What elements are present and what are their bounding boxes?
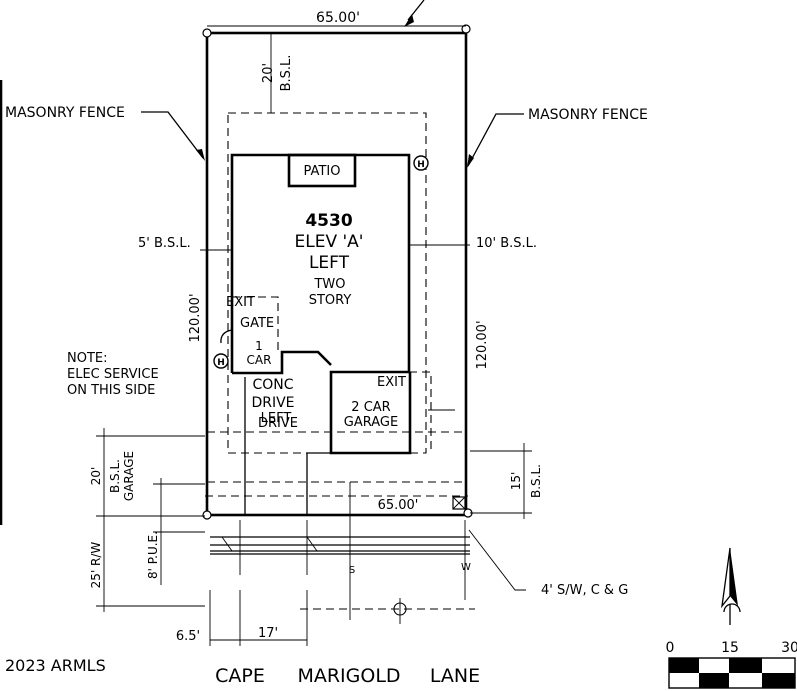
side-yard-dash	[232, 296, 279, 352]
fence-leader-left	[141, 111, 204, 159]
sewer-label: S	[349, 565, 355, 576]
north-arrow-hook	[723, 603, 741, 613]
hose-bib-side-label: H	[217, 358, 225, 368]
masonry-fence-right: MASONRY FENCE	[528, 107, 648, 123]
gate-swing	[220, 329, 233, 344]
lot-bottom-dim: 65.00'	[378, 498, 419, 513]
street-word1: CAPE	[215, 665, 265, 687]
fence-arrow-left	[196, 149, 205, 161]
lot-right-dim: 120.00'	[475, 320, 490, 369]
scale-bar-seg2	[699, 673, 729, 688]
drive-line3: LEFT	[261, 411, 292, 426]
scale-15: 15	[721, 640, 739, 656]
rear-setback-value: 20'	[261, 63, 276, 83]
one-car-outline	[232, 350, 332, 375]
lot-left-dim: 120.00'	[188, 293, 203, 342]
drive-line4: DRIVE	[258, 416, 298, 431]
pue-label: 8' P.U.E.	[146, 531, 160, 579]
garage-setback-abbr2: GARAGE	[122, 451, 136, 501]
masonry-fence-left: MASONRY FENCE	[5, 105, 125, 121]
front-setback-abbr: B.S.L.	[529, 464, 543, 498]
scale-0: 0	[666, 640, 675, 656]
stories-line1: TWO	[313, 277, 345, 292]
one-car-line1: 1	[255, 339, 263, 353]
drive-right-edge	[306, 452, 331, 515]
utility-box-x2	[452, 496, 466, 510]
scale-30: 30	[781, 640, 797, 656]
stories-line2: STORY	[309, 293, 352, 308]
two-car-line1: 2 CAR	[351, 400, 390, 415]
exit-left: EXIT	[226, 295, 255, 310]
north-arrow-fill	[730, 548, 738, 606]
row-label: 25' R/W	[89, 542, 103, 589]
street-word2: MARIGOLD	[297, 665, 400, 687]
north-arrow-outline	[721, 547, 731, 609]
dim-17: 17'	[258, 626, 278, 641]
lot-corner-bl	[202, 510, 212, 520]
scale-bar-seg1	[669, 658, 699, 673]
patio	[287, 153, 357, 188]
street-word3: LANE	[430, 665, 480, 687]
two-car-line2: GARAGE	[344, 415, 398, 430]
exit-right: EXIT	[377, 375, 406, 390]
drive-line1: CONC	[252, 377, 293, 393]
note-line1: NOTE:	[67, 351, 108, 366]
front-setback-value: 15'	[509, 472, 523, 491]
drive-cut-right	[306, 536, 318, 552]
lot-corner-tr	[461, 24, 471, 34]
elevation-label: ELEV 'A'	[295, 232, 364, 252]
sidewalk-leader	[468, 529, 526, 591]
lot-top-dim: 65.00'	[316, 10, 360, 26]
orientation-label: LEFT	[309, 253, 350, 273]
hose-bib-rear	[413, 155, 429, 171]
gate-label: GATE	[240, 316, 274, 331]
lot-boundary	[205, 31, 468, 517]
plan-number: 4530	[305, 211, 352, 231]
dim-6-5: 6.5'	[176, 629, 200, 644]
hose-bib-side	[213, 353, 229, 369]
top-arrow-head	[404, 14, 414, 27]
drive-cut-left	[221, 536, 233, 552]
hose-bib-rear-label: H	[417, 160, 425, 170]
scale-bar-seg3	[729, 658, 762, 673]
right-exit-dash	[331, 371, 432, 453]
copyright: 2023 ARMLS	[5, 656, 106, 675]
patio-label: PATIO	[304, 164, 341, 179]
note-line2: ELEC SERVICE	[67, 367, 159, 382]
side-setback-right: 10' B.S.L.	[476, 236, 537, 251]
scale-bar-seg4	[762, 673, 795, 688]
one-car-line2: CAR	[247, 353, 272, 367]
garage-setback-value: 20'	[89, 467, 103, 486]
fence-arrow-right	[467, 154, 474, 168]
side-setback-left: 5' B.S.L.	[138, 236, 191, 251]
lot-corner-tl	[202, 28, 212, 38]
garage-setback-abbr1: B.S.L.	[108, 459, 122, 493]
drive-line2: DRIVE	[251, 395, 294, 411]
sidewalk-label: 4' S/W, C & G	[541, 583, 628, 598]
rear-setback-abbr: B.S.L.	[279, 55, 294, 92]
fence-leader-right	[467, 113, 524, 167]
note-line3: ON THIS SIDE	[67, 383, 155, 398]
water-label: W	[461, 562, 471, 573]
